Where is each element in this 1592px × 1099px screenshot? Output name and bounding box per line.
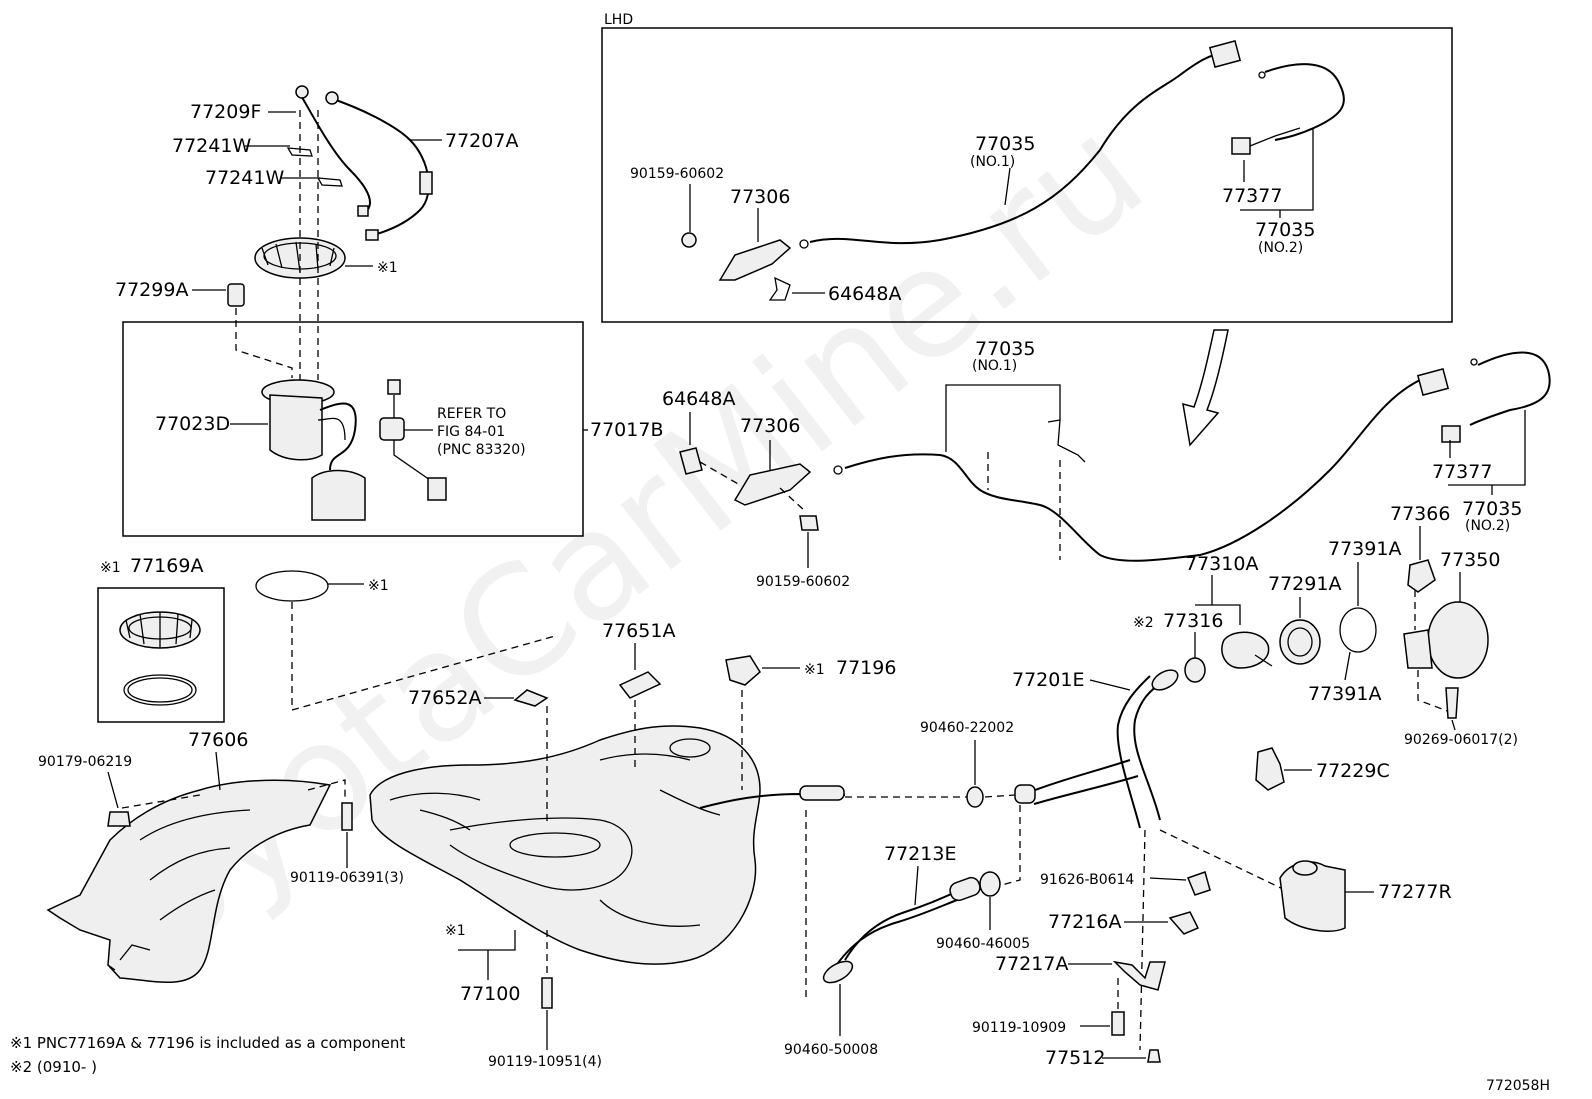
part-77299A: 77299A <box>115 279 188 301</box>
refer-line3: (PNC 83320) <box>437 442 526 458</box>
part-90159-top: 90159-60602 <box>630 166 724 182</box>
part-77377-mid: 77377 <box>1432 461 1492 483</box>
fuel-pump-assembly <box>227 85 447 521</box>
fuel-tank-77100 <box>369 725 761 965</box>
part-77391A-shape <box>1339 607 1377 653</box>
kit-77169A-parts <box>119 611 201 706</box>
part-77035-top-no: (NO.1) <box>970 154 1015 170</box>
part-77229C: 77229C <box>1316 760 1390 782</box>
part-77316-shape <box>1184 657 1206 683</box>
part-90119-10909: 90119-10909 <box>972 1020 1066 1036</box>
part-77217A: 77217A <box>995 953 1068 975</box>
part-77366: 77366 <box>1390 503 1450 525</box>
fuel-door-77350 <box>1427 601 1489 679</box>
bracket-77217A <box>1112 960 1166 991</box>
part-77377-top: 77377 <box>1222 185 1282 207</box>
mark-1-tank: ※1 <box>445 923 466 939</box>
mark-1-ring: ※1 <box>377 260 398 276</box>
part-90460-22002: 90460-22002 <box>920 720 1014 736</box>
part-90159-mid: 90159-60602 <box>756 574 850 590</box>
part-77035-mr-no: (NO.2) <box>1465 518 1510 534</box>
filler-neck-77201E <box>1014 669 1179 829</box>
part-77291A: 77291A <box>1268 573 1341 595</box>
part-77100: 77100 <box>460 983 520 1005</box>
clip-77229C <box>1255 747 1285 791</box>
part-77391A-b: 77391A <box>1308 683 1381 705</box>
part-77652A: 77652A <box>408 687 481 709</box>
mid-cable-assembly <box>679 351 1551 562</box>
refer-line2: FIG 84-01 <box>437 424 505 440</box>
part-77306-top: 77306 <box>730 186 790 208</box>
part-77310A: 77310A <box>1185 553 1258 575</box>
part-90460-50008: 90460-50008 <box>784 1042 878 1058</box>
lhd-inset-box <box>601 27 1453 323</box>
part-77241W-b: 77241W <box>205 167 284 189</box>
part-90119-06391: 90119-06391(3) <box>290 870 404 886</box>
part-77316: 77316 <box>1163 610 1223 632</box>
part-77169A: 77169A <box>130 555 203 577</box>
part-77391A-a: 77391A <box>1328 538 1401 560</box>
inset-arrow <box>1182 329 1229 447</box>
part-77651A: 77651A <box>602 620 675 642</box>
tank-gasket <box>255 570 329 602</box>
part-77035-mid-no: (NO.1) <box>972 358 1017 374</box>
part-77606: 77606 <box>188 729 248 751</box>
hose-77213E <box>822 871 1001 984</box>
part-77196: 77196 <box>836 657 896 679</box>
part-64648A-top: 64648A <box>828 283 901 305</box>
clamp-77216A <box>1168 911 1200 935</box>
part-77035-mr: 77035 <box>1462 498 1522 520</box>
part-90269: 90269-06017(2) <box>1404 732 1518 748</box>
part-77366-shape <box>1407 559 1436 593</box>
mark-2: ※2 <box>1133 615 1154 631</box>
part-77209F: 77209F <box>190 101 261 123</box>
part-77017B: 77017B <box>590 419 663 441</box>
part-90460-46005: 90460-46005 <box>936 936 1030 952</box>
part-77306-mid: 77306 <box>740 415 800 437</box>
part-90119-10951: 90119-10951(4) <box>488 1054 602 1070</box>
fuel-cap-77310A <box>1221 631 1270 669</box>
part-64648A-mid: 64648A <box>662 388 735 410</box>
lhd-cable-assembly <box>681 40 1345 301</box>
note-1: ※1 PNC77169A & 77196 is included as a co… <box>10 1034 405 1052</box>
part-77512: 77512 <box>1045 1047 1105 1069</box>
kit-77169A-box <box>97 587 225 723</box>
fuel-pump-box <box>122 321 584 537</box>
part-77201E: 77201E <box>1012 669 1084 691</box>
part-90179: 90179-06219 <box>38 754 132 770</box>
lhd-label: LHD <box>604 12 633 28</box>
tank-filler-pipe <box>699 792 846 809</box>
part-91626: 91626-B0614 <box>1040 872 1134 888</box>
part-77216A: 77216A <box>1048 911 1121 933</box>
part-77035-tr: 77035 <box>1255 219 1315 241</box>
part-77277R: 77277R <box>1378 881 1452 903</box>
part-77213E: 77213E <box>884 843 956 865</box>
part-77350: 77350 <box>1440 549 1500 571</box>
mark-1-gasket: ※1 <box>368 578 389 594</box>
part-77035-top: 77035 <box>975 133 1035 155</box>
mark-1-77196: ※1 <box>804 662 825 678</box>
note-2: ※2 (0910- ) <box>10 1058 97 1076</box>
part-77241W-a: 77241W <box>172 135 251 157</box>
part-77035-mid: 77035 <box>975 338 1035 360</box>
bolt-91626 <box>1187 871 1211 896</box>
part-77291A-shape <box>1279 619 1321 665</box>
part-77207A: 77207A <box>445 130 518 152</box>
part-77035-tr-no: (NO.2) <box>1258 240 1303 256</box>
tank-protector-77606 <box>46 779 332 983</box>
diagram-code: 772058H <box>1486 1078 1550 1094</box>
refer-line1: REFER TO <box>437 406 506 422</box>
mark-1-77169A: ※1 <box>100 560 121 576</box>
part-77023D: 77023D <box>155 413 230 435</box>
